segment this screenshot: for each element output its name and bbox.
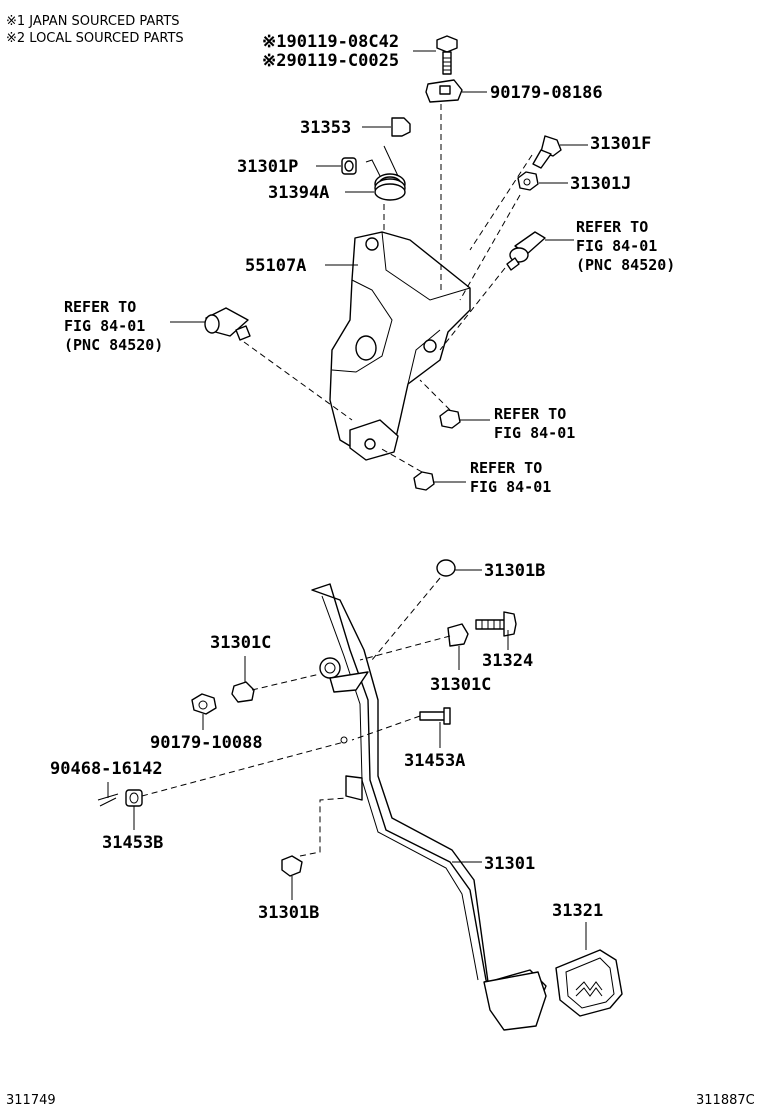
ref-right-line2[interactable]: FIG 84-01	[576, 237, 657, 255]
label-31301[interactable]: 31301	[484, 854, 535, 874]
label-31394a[interactable]: 31394A	[268, 183, 329, 203]
note-local-sourced: ※2 LOCAL SOURCED PARTS	[6, 31, 184, 46]
footer-right-code: 311887C	[696, 1093, 755, 1108]
clip-nut-90179-08186-drawing	[425, 79, 463, 103]
label-90179-10088[interactable]: 90179-10088	[150, 733, 263, 753]
clutch-pedal-31301-drawing	[311, 583, 547, 1031]
bushing-31301c-left-drawing	[231, 681, 255, 703]
ref-nut2-line2[interactable]: FIG 84-01	[470, 478, 551, 496]
ref-nut1-line2[interactable]: FIG 84-01	[494, 424, 575, 442]
ref-left-line3: (PNC 84520)	[64, 336, 163, 354]
label-31301f[interactable]: 31301F	[590, 134, 651, 154]
footer-left-code: 311749	[6, 1093, 56, 1108]
pin-31453a-drawing	[419, 707, 451, 725]
ref-right-line3: (PNC 84520)	[576, 256, 675, 274]
label-31353[interactable]: 31353	[300, 118, 351, 138]
bracket-55107a-drawing	[329, 231, 471, 461]
cushion-31301b-bottom-drawing	[281, 855, 303, 877]
label-31453b[interactable]: 31453B	[102, 833, 163, 853]
label-90119-c0025[interactable]: ※290119-C0025	[262, 51, 399, 71]
label-90179-08186[interactable]: 90179-08186	[490, 83, 603, 103]
cushion-31301b-top-drawing	[436, 559, 456, 577]
label-90468-16142[interactable]: 90468-16142	[50, 759, 163, 779]
ref-right-line1: REFER TO	[576, 218, 648, 236]
stop-lamp-switch-left-drawing	[204, 307, 251, 341]
bushing-31453b-drawing	[125, 789, 143, 807]
label-31324[interactable]: 31324	[482, 651, 533, 671]
bolt-31301f-drawing	[532, 135, 562, 169]
ref-left-line1: REFER TO	[64, 298, 136, 316]
label-31301p[interactable]: 31301P	[237, 157, 298, 177]
bolt-90119-drawing	[436, 35, 458, 75]
nut-ref-1-drawing	[439, 409, 461, 429]
label-55107a[interactable]: 55107A	[245, 256, 306, 276]
ref-nut1-line1: REFER TO	[494, 405, 566, 423]
nut-31301j-drawing	[517, 171, 539, 191]
collar-90179-10088-drawing	[191, 693, 217, 715]
note-japan-sourced: ※1 JAPAN SOURCED PARTS	[6, 14, 180, 29]
label-31301c-right[interactable]: 31301C	[430, 675, 491, 695]
stop-lamp-switch-right-drawing	[506, 231, 546, 271]
label-31301b-bottom[interactable]: 31301B	[258, 903, 319, 923]
ref-left-line2[interactable]: FIG 84-01	[64, 317, 145, 335]
label-31453a[interactable]: 31453A	[404, 751, 465, 771]
pedal-pad-31321-drawing	[555, 949, 623, 1017]
bolt-31324-drawing	[475, 611, 517, 637]
label-31301j[interactable]: 31301J	[570, 174, 631, 194]
label-31301c-left[interactable]: 31301C	[210, 633, 271, 653]
bushing-31301p-drawing	[341, 157, 357, 175]
label-90119-08c42[interactable]: ※190119-08C42	[262, 32, 399, 52]
spring-31394a-drawing	[365, 145, 406, 201]
clip-31353-drawing	[391, 117, 411, 137]
bushing-31301c-right-drawing	[447, 623, 469, 647]
label-31301b-top[interactable]: 31301B	[484, 561, 545, 581]
nut-ref-2-drawing	[413, 471, 435, 491]
ref-nut2-line1: REFER TO	[470, 459, 542, 477]
label-31321[interactable]: 31321	[552, 901, 603, 921]
